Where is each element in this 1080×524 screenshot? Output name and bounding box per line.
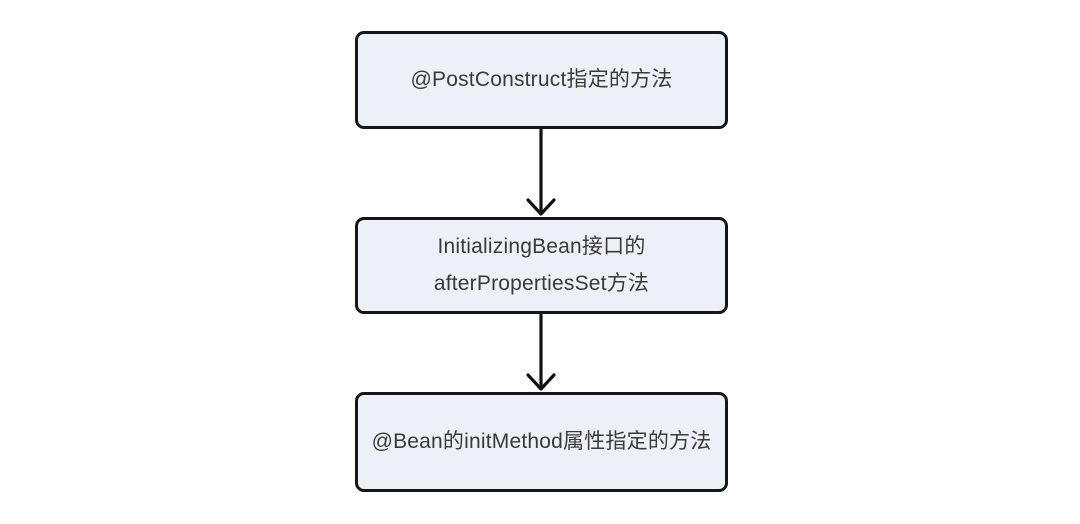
node-bean-init-method-label: @Bean的initMethod属性指定的方法 bbox=[371, 429, 712, 453]
arrow-down-icon bbox=[526, 129, 556, 216]
arrow-down-icon bbox=[526, 314, 556, 391]
node-post-construct: @PostConstruct指定的方法 bbox=[355, 31, 728, 129]
node-post-construct-label: @PostConstruct指定的方法 bbox=[410, 67, 673, 91]
node-initializing-bean-label-line1: InitializingBean接口的 bbox=[437, 234, 646, 258]
node-initializing-bean-label-line2: afterPropertiesSet方法 bbox=[433, 271, 650, 295]
node-initializing-bean: InitializingBean接口的 afterPropertiesSet方法 bbox=[355, 217, 728, 314]
node-bean-init-method: @Bean的initMethod属性指定的方法 bbox=[355, 392, 728, 492]
